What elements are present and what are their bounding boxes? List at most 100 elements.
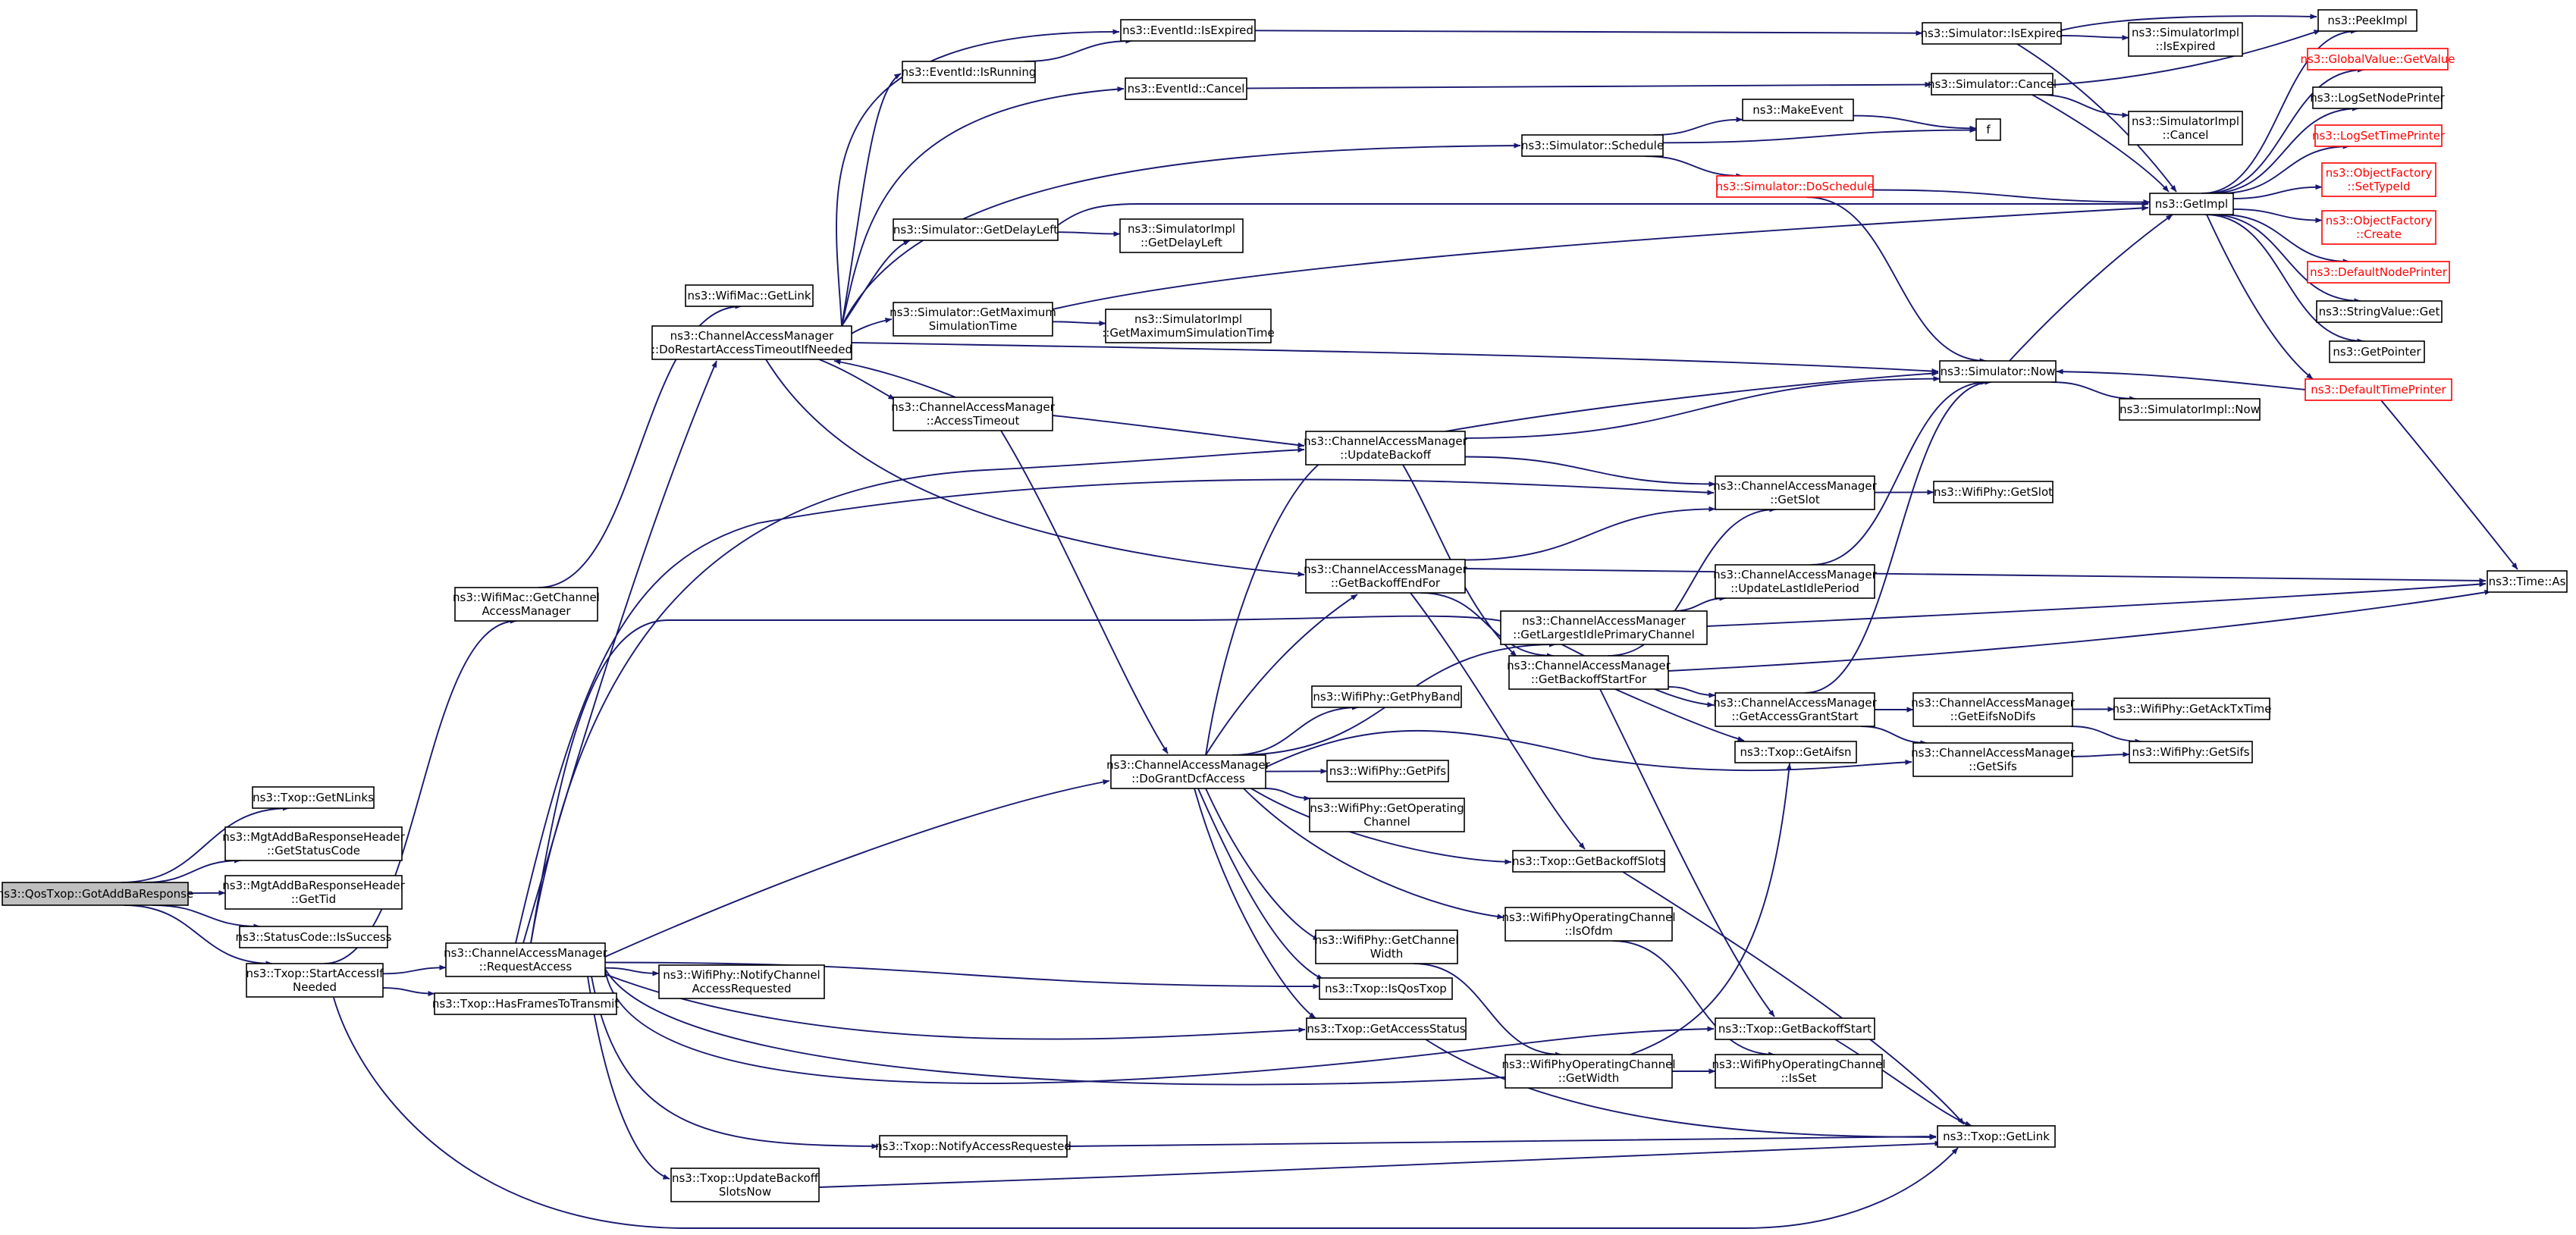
edge-getcam-to-getlink_mac	[538, 303, 742, 588]
edge-requestaccess-to-notifycar	[604, 967, 660, 976]
node-isqostxop[interactable]: ns3::Txop::IsQosTxop	[1319, 977, 1453, 1000]
node-impl_delayleft[interactable]: ns3::SimulatorImpl::GetDelayLeft	[1119, 218, 1244, 253]
node-hasframes[interactable]: ns3::Txop::HasFramesToTransmit	[432, 992, 619, 1015]
edge-updatelastidle-to-simnow	[1811, 379, 1988, 566]
node-label: ns3::SimulatorImpl::Now	[2119, 403, 2260, 416]
node-logsettime[interactable]: ns3::LogSetTimePrinter	[2312, 124, 2446, 147]
node-getpifs[interactable]: ns3::WifiPhy::GetPifs	[1326, 760, 1449, 782]
node-getbackoffstarttx[interactable]: ns3::Txop::GetBackoffStart	[1715, 1017, 1875, 1040]
node-opgetwidth[interactable]: ns3::WifiPhyOperatingChannel::GetWidth	[1501, 1054, 1676, 1089]
node-isexpired_ev[interactable]: ns3::EventId::IsExpired	[1120, 19, 1256, 42]
node-getbackoffslots[interactable]: ns3::Txop::GetBackoffSlots	[1512, 850, 1665, 873]
node-label: ns3::SimulatorImpl	[1128, 222, 1235, 236]
node-notifyaccreq[interactable]: ns3::Txop::NotifyAccessRequested	[875, 1135, 1072, 1158]
edge-dogrant-to-getopchan	[1265, 788, 1311, 801]
node-getphyband[interactable]: ns3::WifiPhy::GetPhyBand	[1311, 685, 1462, 708]
node-label: ::GetSlot	[1770, 493, 1820, 506]
node-label: ns3::Txop::UpdateBackoff	[672, 1171, 819, 1185]
node-globalvalue[interactable]: ns3::GlobalValue::GetValue	[2300, 48, 2455, 71]
edge-requestaccess-to-getslot	[515, 478, 1715, 944]
node-deftimeprinter[interactable]: ns3::DefaultTimePrinter	[2305, 378, 2452, 401]
node-timeas[interactable]: ns3::Time::As	[2487, 570, 2568, 593]
edge-doschedule-to-getimpl	[1872, 189, 2151, 205]
node-requestaccess[interactable]: ns3::ChannelAccessManager::RequestAccess	[444, 942, 608, 977]
node-label: ns3::Simulator::GetMaximum	[890, 306, 1056, 319]
node-root[interactable]: ns3::QosTxop::GotAddBaResponse	[0, 882, 193, 906]
node-notifycar[interactable]: ns3::WifiPhy::NotifyChannelAccessRequest…	[658, 964, 825, 999]
node-label: ::IsOfdm	[1564, 924, 1613, 938]
node-getnlinks[interactable]: ns3::Txop::GetNLinks	[252, 786, 375, 809]
node-schedule[interactable]: ns3::Simulator::Schedule	[1521, 134, 1664, 157]
edge-simnow-to-getimpl	[2009, 214, 2173, 362]
node-getmaxsim[interactable]: ns3::Simulator::GetMaximumSimulationTime	[890, 302, 1056, 337]
node-label: ::RequestAccess	[479, 960, 573, 973]
node-implnow[interactable]: ns3::SimulatorImpl::Now	[2119, 398, 2261, 421]
node-updatelastidle[interactable]: ns3::ChannelAccessManager::UpdateLastIdl…	[1713, 564, 1878, 599]
node-getstatuscode[interactable]: ns3::MgtAddBaResponseHeader::GetStatusCo…	[222, 826, 406, 861]
node-impl_isexpired[interactable]: ns3::SimulatorImpl::IsExpired	[2128, 22, 2243, 57]
node-dogrant[interactable]: ns3::ChannelAccessManager::DoGrantDcfAcc…	[1106, 754, 1271, 789]
node-updatebackoff[interactable]: ns3::ChannelAccessManager::UpdateBackoff	[1304, 431, 1468, 465]
node-label: ns3::StatusCode::IsSuccess	[236, 930, 392, 944]
edge-schedule-to-doschedule	[1645, 155, 1743, 179]
node-gettid[interactable]: ns3::MgtAddBaResponseHeader::GetTid	[222, 875, 406, 910]
node-impl_maxsim[interactable]: ns3::SimulatorImpl::GetMaximumSimulation…	[1102, 309, 1275, 343]
node-label: ::UpdateBackoff	[1340, 448, 1431, 462]
node-label: ns3::ChannelAccessManager	[670, 329, 834, 343]
node-getlargestidle[interactable]: ns3::ChannelAccessManager::GetLargestIdl…	[1500, 610, 1708, 645]
node-isrunning[interactable]: ns3::EventId::IsRunning	[902, 61, 1037, 83]
edge-getbackoffstart-to-getaccgrant	[1668, 685, 1716, 698]
node-makeevent[interactable]: ns3::MakeEvent	[1742, 99, 1854, 121]
node-label: ns3::WifiPhy::GetAckTxTime	[2113, 702, 2272, 716]
node-getacktxtime[interactable]: ns3::WifiPhy::GetAckTxTime	[2113, 697, 2272, 720]
node-getimpl[interactable]: ns3::GetImpl	[2149, 193, 2234, 215]
node-getbackoffend[interactable]: ns3::ChannelAccessManager::GetBackoffEnd…	[1304, 559, 1468, 594]
node-isset[interactable]: ns3::WifiPhyOperatingChannel::IsSet	[1712, 1054, 1886, 1089]
node-peekimpl[interactable]: ns3::PeekImpl	[2317, 9, 2418, 32]
node-getslot[interactable]: ns3::ChannelAccessManager::GetSlot	[1713, 475, 1878, 510]
node-label: ::GetLargestIdlePrimaryChannel	[1513, 628, 1695, 641]
node-isofdm[interactable]: ns3::WifiPhyOperatingChannel::IsOfdm	[1501, 907, 1676, 942]
node-cancel_ev[interactable]: ns3::EventId::Cancel	[1125, 77, 1247, 100]
node-label: ns3::ChannelAccessManager	[891, 400, 1055, 414]
node-ofcreate[interactable]: ns3::ObjectFactory::Create	[2321, 210, 2436, 245]
edge-getbackoffslots-to-txopgetlink	[1622, 871, 1965, 1125]
node-sim_isexpired[interactable]: ns3::Simulator::IsExpired	[1920, 22, 2063, 45]
edge-requestaccess-to-notifyaccreq	[591, 976, 879, 1149]
node-getdelayleft[interactable]: ns3::Simulator::GetDelayLeft	[893, 218, 1059, 241]
node-restart[interactable]: ns3::ChannelAccessManager::DoRestartAcce…	[651, 325, 852, 360]
edge-dogrant-to-getphyband	[1232, 704, 1359, 756]
node-getaccgrant[interactable]: ns3::ChannelAccessManager::GetAccessGran…	[1713, 692, 1878, 727]
node-f[interactable]: f	[1975, 118, 2001, 141]
node-getsifs_phy[interactable]: ns3::WifiPhy::GetSifs	[2129, 741, 2253, 763]
node-getbackoffstart[interactable]: ns3::ChannelAccessManager::GetBackoffSta…	[1507, 655, 1671, 690]
node-getlink_mac[interactable]: ns3::WifiMac::GetLink	[685, 284, 814, 307]
node-issuccess[interactable]: ns3::StatusCode::IsSuccess	[236, 926, 392, 948]
node-phygetslot[interactable]: ns3::WifiPhy::GetSlot	[1933, 481, 2054, 503]
node-defnodeprinter[interactable]: ns3::DefaultNodePrinter	[2307, 261, 2450, 284]
node-logsetnode[interactable]: ns3::LogSetNodePrinter	[2310, 86, 2446, 109]
node-label: ns3::EventId::IsExpired	[1122, 24, 1253, 37]
node-getaifsn[interactable]: ns3::Txop::GetAifsn	[1734, 741, 1857, 763]
edge-restart-to-isexpired_ev	[836, 29, 1120, 327]
node-doschedule[interactable]: ns3::Simulator::DoSchedule	[1716, 175, 1875, 198]
node-txopgetlink[interactable]: ns3::Txop::GetLink	[1937, 1125, 2056, 1148]
node-impl_cancel[interactable]: ns3::SimulatorImpl::Cancel	[2128, 111, 2243, 146]
node-settypeid[interactable]: ns3::ObjectFactory::SetTypeId	[2321, 162, 2436, 197]
node-getsifs_cam[interactable]: ns3::ChannelAccessManager::GetSifs	[1911, 742, 2076, 777]
node-accesstimeout[interactable]: ns3::ChannelAccessManager::AccessTimeout	[891, 397, 1056, 431]
node-label: ns3::Simulator::Schedule	[1521, 139, 1664, 152]
node-simnow[interactable]: ns3::Simulator::Now	[1939, 360, 2057, 383]
edge-requestaccess-to-dogrant	[604, 779, 1110, 958]
node-sim_cancel[interactable]: ns3::Simulator::Cancel	[1928, 73, 2057, 96]
node-getaccstatus[interactable]: ns3::Txop::GetAccessStatus	[1306, 1017, 1467, 1040]
node-stringvalue[interactable]: ns3::StringValue::Get	[2316, 300, 2443, 323]
edge-requestaccess-to-restart	[522, 360, 717, 944]
node-geteifsnodifs[interactable]: ns3::ChannelAccessManager::GetEifsNoDifs	[1911, 692, 2076, 727]
node-getpointer[interactable]: ns3::GetPointer	[2329, 340, 2425, 363]
